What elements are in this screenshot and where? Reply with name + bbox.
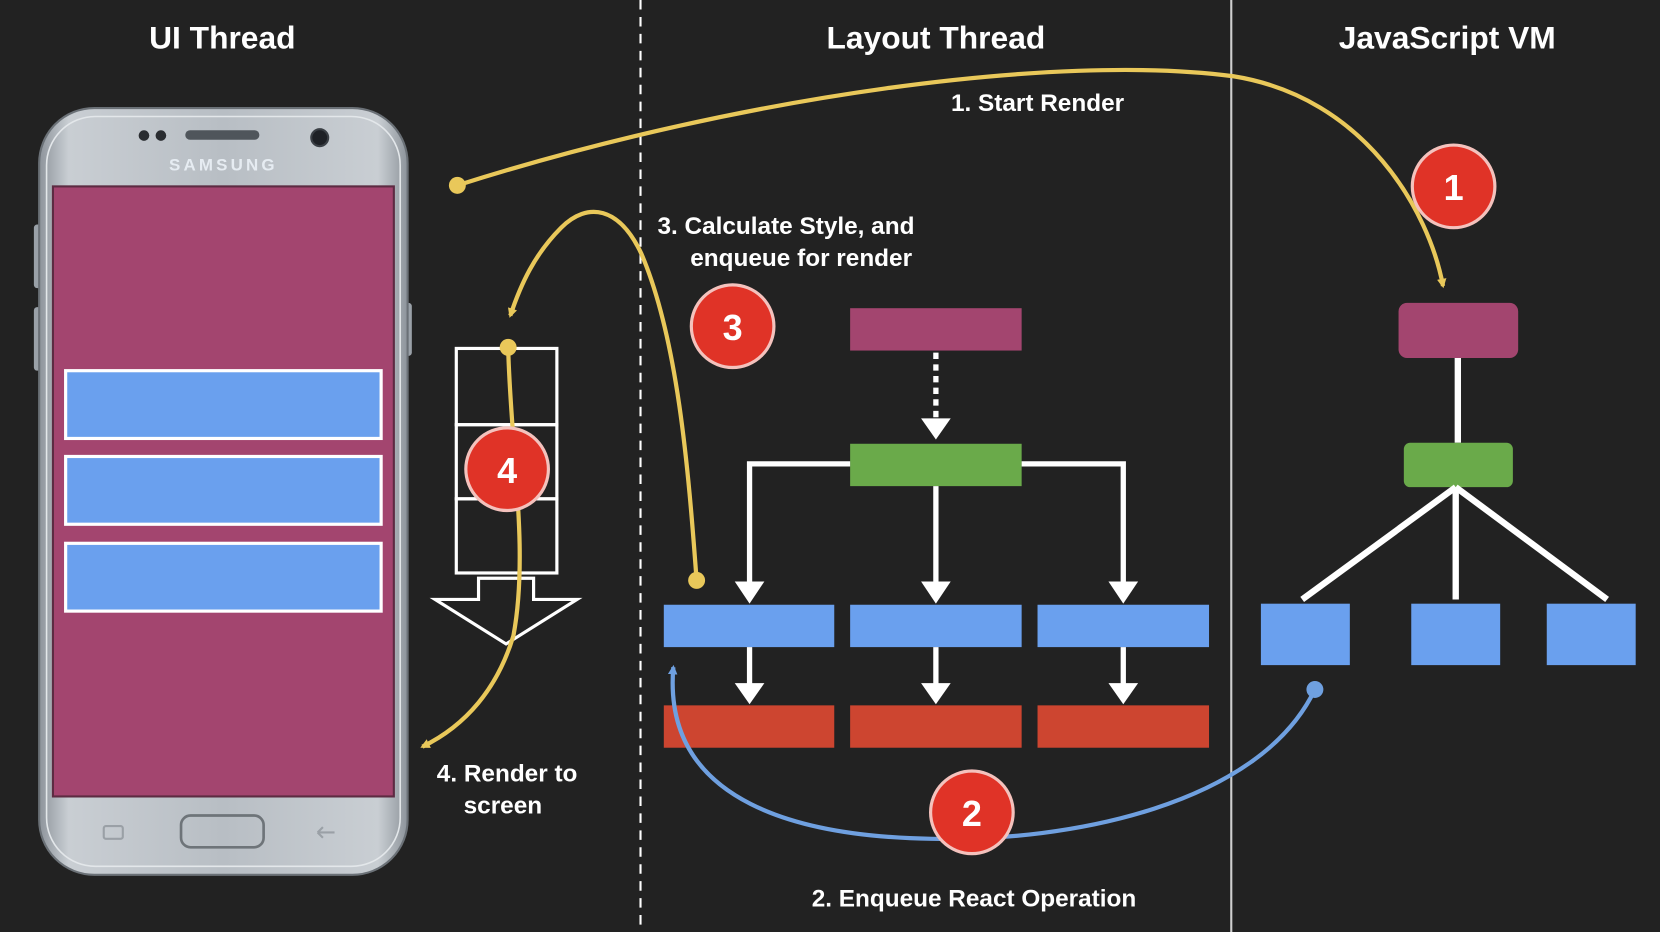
render-down-arrow-icon — [429, 576, 583, 646]
render-node-3 — [1037, 705, 1210, 748]
arrow-enqueue-origin — [1306, 681, 1324, 698]
layout-mid-node — [850, 443, 1022, 487]
layout-tree — [663, 308, 1210, 748]
screen-bar-1 — [64, 369, 383, 441]
badge-step-1-number: 1 — [1444, 167, 1464, 208]
phone-brand-label: SAMSUNG — [169, 156, 278, 175]
badge-step-4-number: 4 — [497, 450, 517, 491]
badge-step-4: 4 — [464, 426, 550, 513]
arrow-calculate-style — [508, 209, 699, 581]
layout-leaf-node-2 — [850, 604, 1022, 648]
phone-device: SAMSUNG — [33, 106, 412, 876]
js-leaf-node-1 — [1260, 603, 1350, 666]
badge-step-2-number: 2 — [962, 793, 982, 834]
speaker-grille — [185, 130, 260, 140]
screen-bar-3 — [64, 541, 383, 613]
badge-step-1: 1 — [1410, 143, 1497, 230]
arrow-calculate-style-origin — [688, 571, 706, 589]
js-root-node — [1398, 302, 1519, 358]
header-javascript-vm: JavaScript VM — [1339, 20, 1556, 56]
badge-step-3: 3 — [689, 283, 776, 370]
home-button — [179, 814, 265, 849]
js-mid-node — [1403, 442, 1513, 488]
js-leaf-node-3 — [1546, 603, 1636, 666]
step-label-render-to-2: screen — [464, 792, 542, 819]
render-node-2 — [850, 705, 1022, 748]
arrow-start-render-origin — [448, 176, 466, 194]
badge-step-2: 2 — [929, 769, 1015, 856]
step-label-enqueue: 2. Enqueue React Operation — [812, 886, 1137, 913]
front-camera-icon — [310, 128, 330, 148]
header-ui-thread: UI Thread — [149, 20, 295, 56]
badge-step-3-number: 3 — [723, 307, 743, 348]
arrow-render-to-screen — [420, 347, 522, 749]
back-icon — [316, 826, 335, 839]
screen-bar-2 — [64, 454, 383, 526]
step-label-start-render: 1. Start Render — [951, 90, 1125, 117]
js-leaf-node-2 — [1411, 603, 1501, 666]
arrow-enqueue-react-operation — [667, 664, 1317, 842]
step-label-calculate-style-2: enqueue for render — [690, 245, 912, 272]
layout-leaf-node-1 — [663, 604, 835, 648]
arrow-render-to-screen-origin — [499, 338, 517, 356]
layout-leaf-node-3 — [1037, 604, 1210, 648]
js-tree — [1260, 302, 1636, 666]
layout-root-node — [850, 308, 1022, 351]
step-label-calculate-style-1: 3. Calculate Style, and — [657, 213, 914, 240]
step-label-render-to-1: 4. Render to — [437, 761, 578, 788]
header-layout-thread: Layout Thread — [827, 20, 1046, 56]
front-sensor-icon — [138, 130, 150, 141]
arrow-start-render — [456, 67, 1447, 289]
recent-apps-icon — [102, 825, 124, 840]
render-node-1 — [663, 705, 835, 748]
